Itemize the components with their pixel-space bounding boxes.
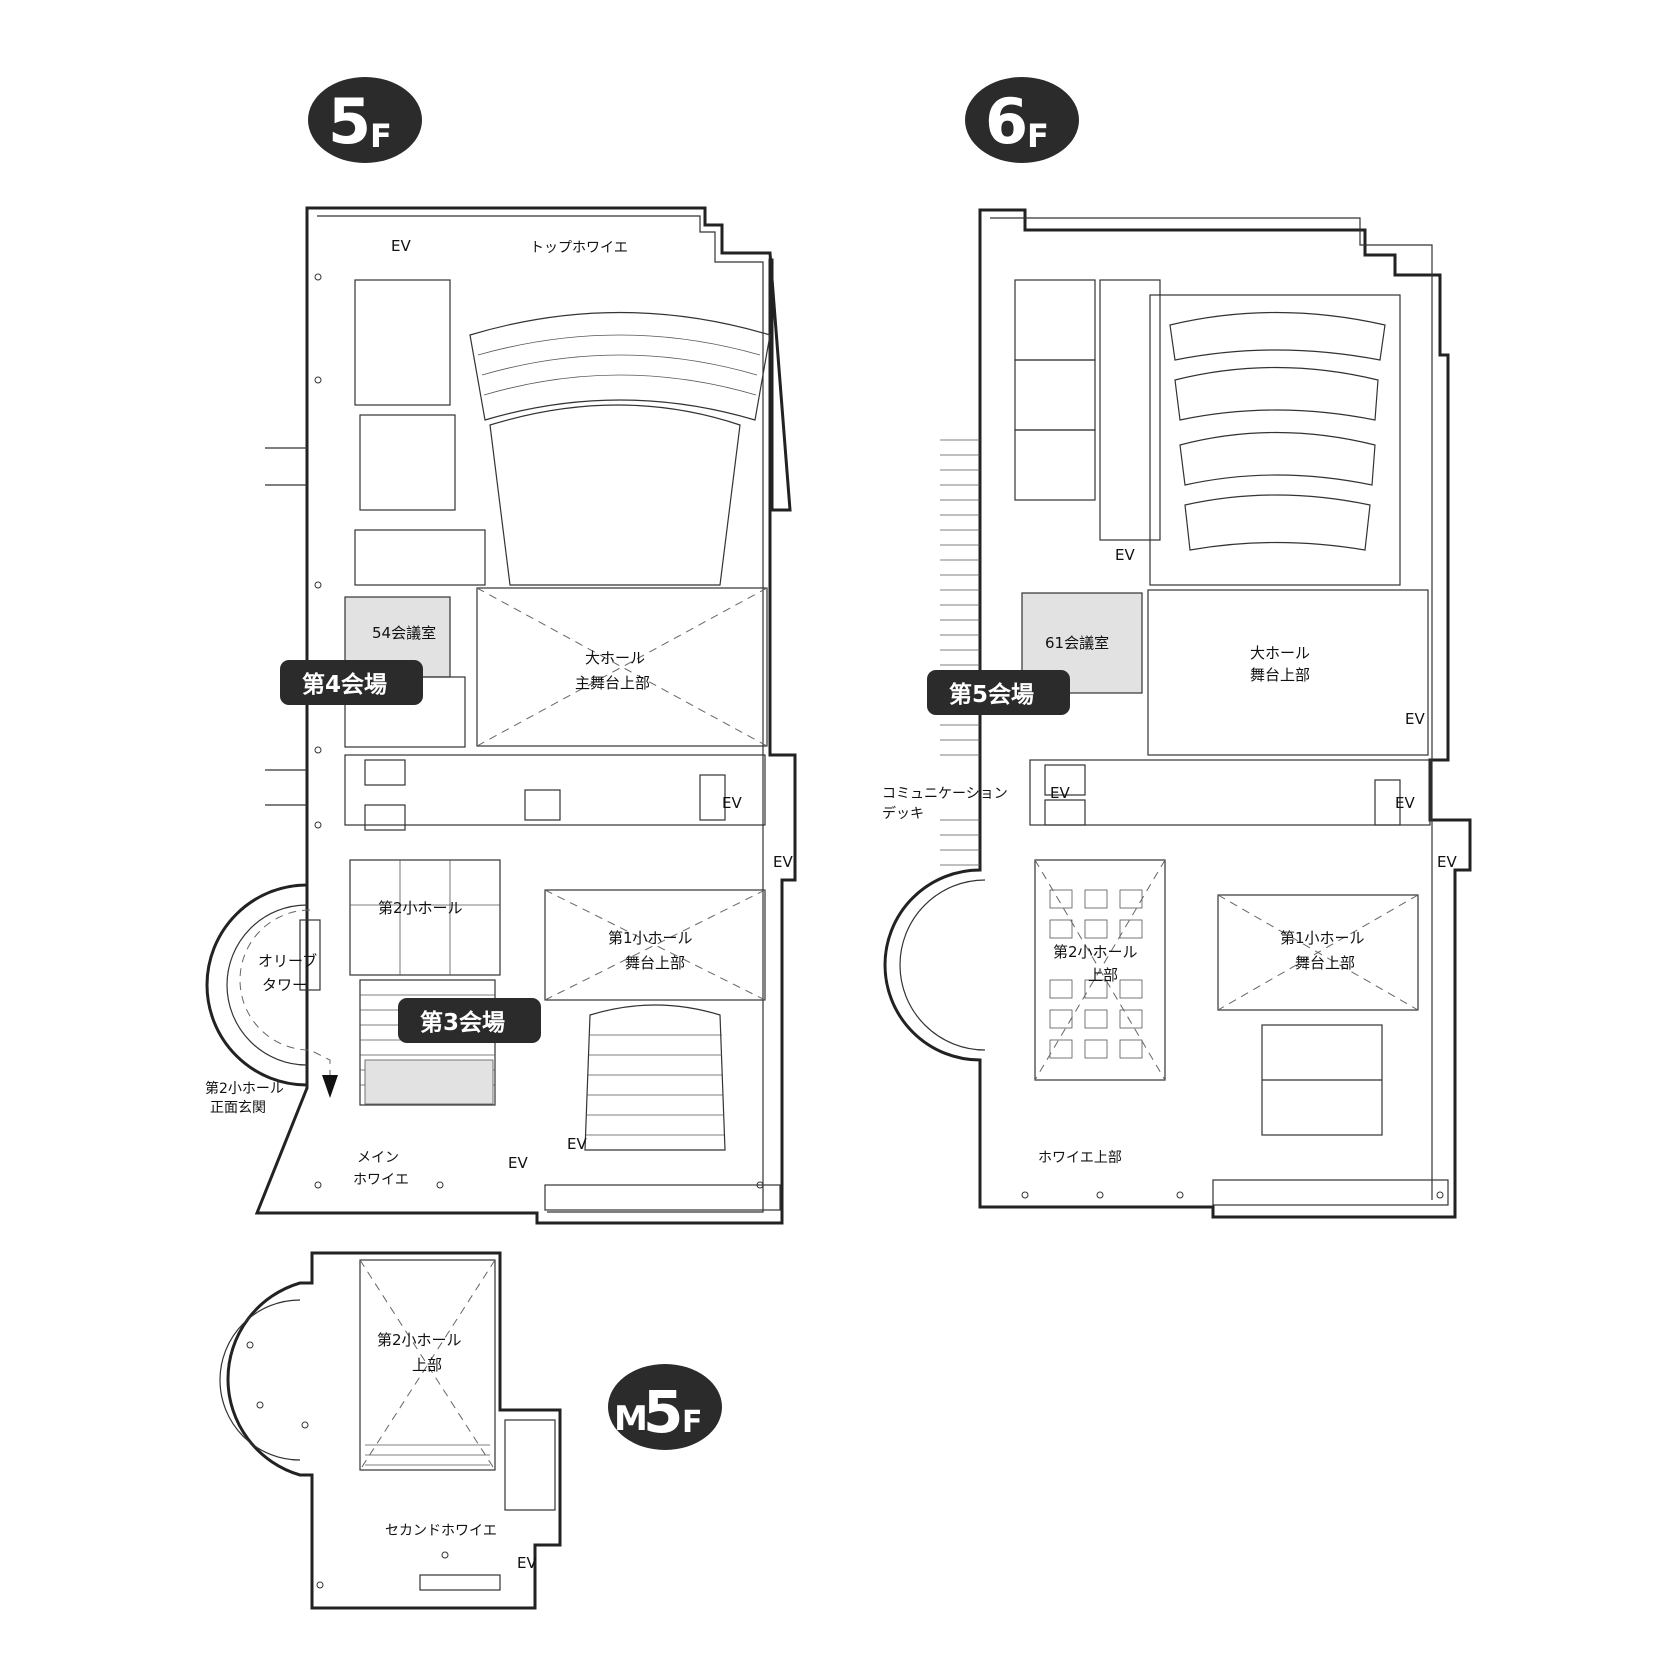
label-small-hall-2-6f: 第2小ホール [1053, 943, 1138, 961]
small-hall-1-stage-shape [544, 889, 766, 1001]
big-hall-stage-6f-shape [1147, 589, 1429, 756]
venue-badge-3-text: 第3会場 [420, 1009, 505, 1036]
label-top-foyer: トップホワイエ [530, 240, 628, 256]
label-ev-6f-far-right: EV [1437, 853, 1457, 871]
label-main-foyer-1: メイン [357, 1150, 399, 1166]
label-small-hall-2-entrance-2: 正面玄関 [210, 1099, 266, 1116]
label-ev-5f-bottom: EV [508, 1154, 528, 1172]
plan-m5f [219, 1251, 562, 1610]
floor-badge-6f-suffix: F [1027, 117, 1049, 155]
venue-badge-5-text: 第5会場 [949, 681, 1034, 708]
venue-badge-5: 第5会場 [927, 670, 1070, 715]
floor-badge-5f-num: 5 [328, 85, 371, 158]
label-communication-deck-1: コミュニケーション [882, 786, 1008, 802]
label-olive-tower-2: タワー [262, 976, 307, 994]
label-big-hall-main-stage-upper: 主舞台上部 [575, 674, 650, 692]
label-ev-5f-top: EV [391, 237, 411, 255]
floor-badge-5f-suffix: F [370, 117, 392, 155]
label-small-hall-1-stage-upper-6f: 舞台上部 [1295, 954, 1355, 972]
label-small-hall-1-5f: 第1小ホール [608, 929, 693, 947]
label-small-hall-1-stage-upper-5f: 舞台上部 [625, 954, 685, 972]
label-big-hall-6f: 大ホール [1250, 644, 1310, 662]
label-main-foyer-2: ホワイエ [353, 1172, 409, 1188]
floor-badge-6f: 6 F [965, 77, 1079, 163]
small-hall-2-shape [349, 859, 501, 976]
label-ev-5f-mid: EV [722, 794, 742, 812]
label-small-hall-2-upper-6f: 上部 [1088, 966, 1118, 984]
plan-5f [205, 206, 797, 1225]
label-small-hall-2-entrance-1: 第2小ホール [205, 1080, 284, 1097]
label-small-hall-1-6f: 第1小ホール [1280, 929, 1365, 947]
label-small-hall-2-upper-m5f: 上部 [412, 1356, 442, 1374]
plan-6f [883, 208, 1472, 1219]
label-big-hall-stage-upper-6f: 舞台上部 [1250, 666, 1310, 684]
label-61-conference: 61会議室 [1045, 634, 1109, 652]
label-ev-m5f: EV [517, 1554, 537, 1572]
small-hall-2-upper-m5f-shape [359, 1259, 496, 1471]
big-hall-stage-shape [476, 587, 768, 747]
label-foyer-upper-6f: ホワイエ上部 [1038, 1150, 1122, 1166]
floor-badge-m5f-num: 5 [643, 1378, 683, 1446]
floor-badge-m5f-suffix: F [682, 1405, 703, 1440]
venue-badge-4-text: 第4会場 [302, 671, 387, 698]
label-small-hall-2-m5f: 第2小ホール [377, 1331, 462, 1349]
label-ev-6f-upper: EV [1115, 546, 1135, 564]
venue-badge-3: 第3会場 [398, 998, 541, 1043]
floor-badge-m5f: M 5 F [608, 1364, 722, 1450]
floor-badge-6f-num: 6 [985, 85, 1028, 158]
label-olive-tower-1: オリーブ [258, 952, 317, 970]
small-hall-1-stage-6f-shape [1217, 894, 1419, 1011]
label-ev-5f-bottom-2: EV [567, 1135, 587, 1153]
label-big-hall-5f: 大ホール [585, 649, 645, 667]
floor-badge-m5f-prefix: M [614, 1399, 648, 1439]
label-communication-deck-2: デッキ [882, 805, 924, 822]
small-hall-2-upper-6f-shape [1034, 859, 1166, 1081]
venue-badge-4: 第4会場 [280, 660, 423, 705]
label-second-foyer: セカンドホワイエ [385, 1523, 497, 1539]
label-small-hall-2: 第2小ホール [378, 899, 463, 917]
label-ev-6f-mid: EV [1050, 784, 1070, 802]
label-ev-6f-mid-right: EV [1395, 794, 1415, 812]
label-54-conference: 54会議室 [372, 624, 436, 642]
floor-badge-5f: 5 F [308, 77, 422, 163]
label-ev-6f-right: EV [1405, 710, 1425, 728]
label-ev-5f-right: EV [773, 853, 793, 871]
